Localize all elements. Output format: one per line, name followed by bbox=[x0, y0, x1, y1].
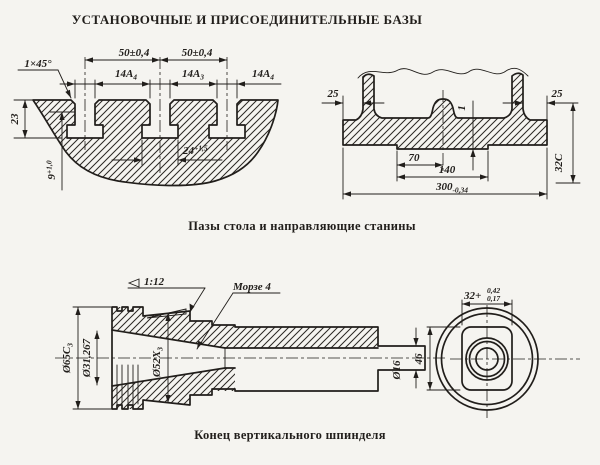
taper-symbol-on-surface bbox=[146, 308, 187, 319]
dim-overhang-right: 25 bbox=[551, 88, 564, 100]
dim-overhang-left: 25 bbox=[327, 88, 340, 100]
dim-lip-depth: 9+1,0 bbox=[45, 160, 59, 179]
dim-chamfer: 1×45° bbox=[24, 58, 52, 70]
dim-bed-height: 32C bbox=[553, 153, 565, 173]
dim-flange-dia: Ø65C3 bbox=[61, 343, 75, 374]
bed-section-body bbox=[342, 72, 548, 150]
dim-end-width-lower-tol: 0,17 bbox=[487, 294, 500, 303]
dim-slot-pitch-right: 50±0,4 bbox=[182, 47, 213, 59]
dim-taper-dia: Ø52X3 bbox=[151, 347, 165, 378]
dim-land-half: 70 bbox=[409, 152, 421, 164]
dim-land: 140 bbox=[439, 164, 456, 176]
spindle-outline bbox=[111, 306, 426, 410]
dim-tip-dia: Ø16 bbox=[391, 360, 403, 380]
caption-table-slots: Пазы стола и направляющие станины bbox=[188, 219, 416, 233]
figure-spindle-end-view: 46 32+ 0,42 0,17 bbox=[413, 286, 580, 418]
caption-spindle: Конец вертикального шпинделя bbox=[194, 428, 386, 442]
dim-slot3-width: 14A4 bbox=[252, 68, 274, 82]
dim-slot1-width: 14A4 bbox=[115, 68, 137, 82]
figure-table-slots: 50±0,4 50±0,4 14A4 14A3 14A4 1×45° 23 bbox=[9, 47, 282, 191]
label-taper: 1:12 bbox=[144, 276, 165, 288]
dim-bed-width: 300-0,34 bbox=[435, 181, 468, 195]
figure-bed-guideways: 25 25 32C 1 70 1 bbox=[321, 67, 581, 200]
dim-end-width-upper-tol: 0,42 bbox=[487, 286, 500, 295]
dim-slot-depth: 23 bbox=[9, 113, 21, 126]
table-section-body bbox=[32, 99, 279, 187]
dim-end-width: 32+ bbox=[463, 290, 481, 302]
dim-morse-dia: Ø31,267 bbox=[81, 338, 93, 378]
figure-spindle-side: 1:12 Морзе 4 Ø65C3 Ø31,267 Ø52X3 bbox=[55, 276, 448, 410]
dim-slot-bottom-width: 24+1,5 bbox=[182, 144, 208, 158]
page-title: УСТАНОВОЧНЫЕ И ПРИСОЕДИНИТЕЛЬНЫЕ БАЗЫ bbox=[71, 12, 423, 27]
label-morse: Морзе 4 bbox=[232, 281, 271, 293]
dim-step: 1 bbox=[456, 105, 468, 111]
dim-slot2-width: 14A3 bbox=[182, 68, 204, 82]
taper-icon bbox=[127, 278, 140, 288]
dim-slot-pitch-left: 50±0,4 bbox=[119, 47, 150, 59]
dim-end-height: 46 bbox=[413, 353, 425, 366]
break-line bbox=[357, 67, 529, 79]
